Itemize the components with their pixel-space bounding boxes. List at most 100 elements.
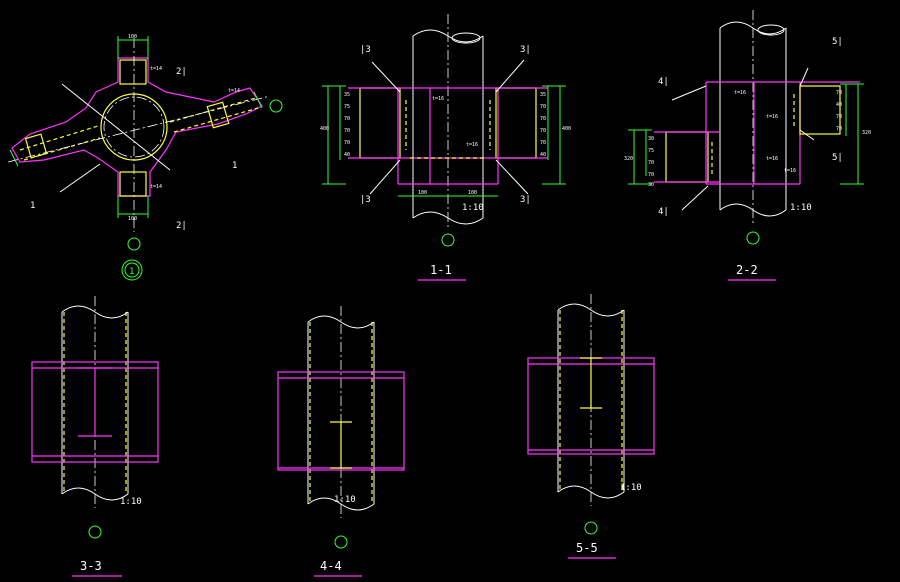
s1-left-dim-2: 70 [344,116,350,122]
s2-plate-label-2: t=16 [766,156,778,162]
s3-title: 3-3 [80,559,102,573]
s2-right-dim-0: 70 [836,90,842,96]
plan-axis-bubble-right [269,99,283,113]
s2-left-dim-3: 70 [648,172,654,178]
section-4-4: 1:10 4-4 [277,306,405,577]
s2-left-beam [665,131,709,183]
s2-plate-label-0: t=16 [734,90,746,96]
s1-leaders [369,59,529,195]
s2-weld-lines [711,94,795,176]
section-3-3: 1:10 3-3 [31,296,159,577]
s5-scale: 1:10 [620,483,642,493]
left-dim-lines [322,85,346,185]
s3-scale: 1:10 [120,497,142,507]
s2-column-top-ellipse [757,24,785,36]
plan-view: 100 100 t=14 t=14 t=14 2| 2| 1 1 1 [7,34,283,281]
s2-mark-5-top: 5| [832,37,843,47]
s2-plate-label-1: t=16 [766,114,778,120]
s1-axis-bubble [441,233,455,247]
s1-mark-3-tr: 3| [520,45,531,55]
right-beam [495,87,537,159]
plan-cut-2-bottom: 2| [176,221,187,231]
s2-left-dim-lines [628,129,652,185]
s1-right-dim-0: 35 [540,92,546,98]
plan-mark-1-left: 1 [30,201,35,211]
s2-right-dim-4: 320 [862,130,871,136]
bottom-dim-line [117,196,149,218]
s1-right-dim-1: 70 [540,104,546,110]
s2-right-beam [799,85,841,135]
plan-mark-1-right: 1 [232,161,237,171]
s2-left-dim-0: 30 [648,136,654,142]
s1-left-dim-4: 70 [344,140,350,146]
s1-plate-label-1: t=16 [466,142,478,148]
s2-left-dim-5: 320 [624,156,633,162]
s1-mark-3-br: 3| [520,195,531,205]
s1-right-dim-6: 400 [562,126,571,132]
s1-left-dim-1: 75 [344,104,350,110]
s5-column-break-top [557,303,625,317]
hub-plate-outline [11,57,263,197]
s2-mark-4-bottom: 4| [658,207,669,217]
s1-left-dim-3: 70 [344,128,350,134]
plan-dim-1: 100 [128,216,137,222]
plan-leader-1 [61,83,171,171]
column-inner-circle [103,96,165,158]
s2-plate-label-3: t=16 [784,168,796,174]
right-dim-lines [542,85,566,185]
plan-dim-2: t=14 [150,66,162,72]
s1-left-dim-6: 400 [320,126,329,132]
s1-right-dim-2: 70 [540,116,546,122]
s2-title: 2-2 [736,263,758,277]
top-dim-line [117,36,149,60]
s2-right-dim-3: 70 [836,126,842,132]
plan-axis-bubble-bottom [127,237,141,251]
s2-left-dim-4: 30 [648,182,654,188]
s1-right-dim-4: 70 [540,140,546,146]
s2-scale: 1:10 [790,203,812,213]
plan-dim-3: t=14 [150,184,162,190]
weld-lines [405,100,491,159]
s1-left-dim-0: 35 [344,92,350,98]
s1-base-dim-1: 100 [468,190,477,196]
section-2-2: 30 75 70 70 30 320 70 40 70 70 320 t=16 … [624,10,871,281]
s2-diaphragm-plates [705,81,860,185]
plan-view-number-outer [121,259,143,281]
s3-column-break-top [61,305,129,319]
s1-plate-label-0: t=16 [432,96,444,102]
s5-stiffener [580,357,602,409]
s2-left-dim-2: 70 [648,160,654,166]
bottom-arm-plate [119,171,147,197]
s2-axis-bubble [746,231,760,245]
plan-view-label: 1 [129,267,134,277]
plan-view-number-inner [124,262,140,278]
section-1-1: 35 75 70 70 70 40 400 35 70 70 70 70 40 … [320,14,571,281]
s1-right-dim-3: 70 [540,128,546,134]
s2-leaders [671,67,815,211]
left-stiffener [24,133,48,159]
plan-diagonal-axis [7,95,271,163]
s1-title: 1-1 [430,263,452,277]
s2-right-dim-lines [840,83,864,185]
s3-stiffener [78,367,112,437]
s4-stiffener [330,421,352,469]
s2-right-dim-2: 70 [836,114,842,120]
s3-plate [31,361,159,463]
s4-title: 4-4 [320,559,342,573]
s2-left-flanges [654,131,720,183]
s5-axis-bubble [584,521,598,535]
plan-cut-2-top: 2| [176,67,187,77]
right-stiffener [206,101,230,129]
s1-mark-3-bl: |3 [360,195,371,205]
s1-base-dim-0: 100 [418,190,427,196]
s1-mark-3-tl: |3 [360,45,371,55]
s2-mark-4-top: 4| [658,77,669,87]
s5-title: 5-5 [576,541,598,555]
side-dim-line [9,91,263,167]
s4-column-break-top [307,315,375,329]
left-arm-plate [19,125,101,161]
s1-left-dim-5: 40 [344,152,350,158]
s1-scale: 1:10 [462,203,484,213]
column-top-ellipse [451,32,481,44]
